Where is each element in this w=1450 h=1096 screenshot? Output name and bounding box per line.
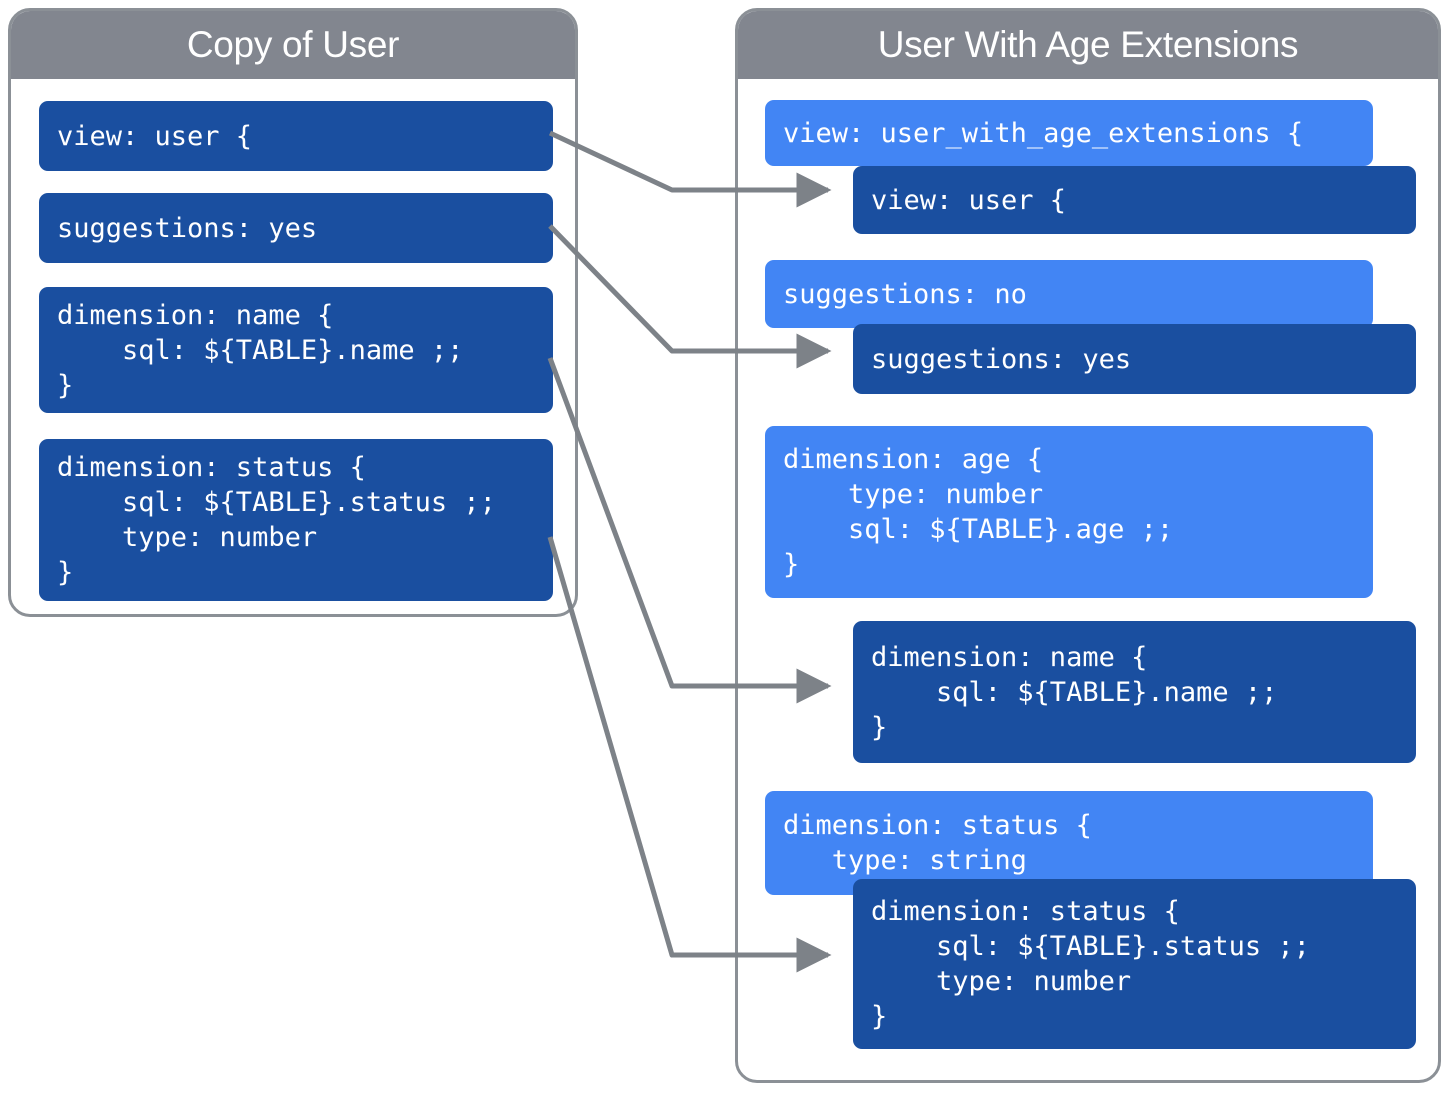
- code-text: dimension: status { sql: ${TABLE}.status…: [871, 896, 1310, 1032]
- panel-user-with-age-extensions: User With Age Extensions view: user_with…: [735, 8, 1441, 1083]
- code-text: dimension: name { sql: ${TABLE}.name ;; …: [57, 299, 464, 401]
- code-text: suggestions: yes: [871, 343, 1132, 375]
- code-text: view: user_with_age_extensions {: [783, 117, 1304, 149]
- code-block-right-view-extension: view: user_with_age_extensions {: [765, 100, 1373, 166]
- code-text: suggestions: yes: [57, 212, 318, 244]
- code-text: dimension: age { type: number sql: ${TAB…: [783, 444, 1174, 580]
- code-text: dimension: name { sql: ${TABLE}.name ;; …: [871, 641, 1278, 743]
- code-block-right-dimension-age: dimension: age { type: number sql: ${TAB…: [765, 426, 1373, 598]
- code-block-right-dimension-status-extension: dimension: status { type: string: [765, 791, 1373, 895]
- code-text: dimension: status { type: string: [783, 810, 1092, 876]
- panel-left-title: Copy of User: [186, 24, 400, 65]
- code-block-right-suggestions-extension: suggestions: no: [765, 260, 1373, 328]
- code-block-left-view: view: user {: [39, 101, 553, 171]
- code-block-left-suggestions: suggestions: yes: [39, 193, 553, 263]
- panel-left-header: Copy of User: [11, 11, 575, 79]
- panel-right-header: User With Age Extensions: [738, 11, 1438, 79]
- panel-copy-of-user: Copy of User view: user { suggestions: y…: [8, 8, 578, 617]
- code-block-left-dimension-status: dimension: status { sql: ${TABLE}.status…: [39, 439, 553, 601]
- code-block-right-view-base: view: user {: [853, 166, 1416, 234]
- code-text: suggestions: no: [783, 278, 1027, 310]
- code-block-right-suggestions-base: suggestions: yes: [853, 324, 1416, 394]
- code-block-left-dimension-name: dimension: name { sql: ${TABLE}.name ;; …: [39, 287, 553, 413]
- code-text: view: user {: [57, 120, 253, 152]
- code-text: view: user {: [871, 184, 1067, 216]
- code-block-right-dimension-name: dimension: name { sql: ${TABLE}.name ;; …: [853, 621, 1416, 763]
- code-text: dimension: status { sql: ${TABLE}.status…: [57, 452, 496, 588]
- panel-right-title: User With Age Extensions: [877, 24, 1299, 65]
- code-block-right-dimension-status-base: dimension: status { sql: ${TABLE}.status…: [853, 879, 1416, 1049]
